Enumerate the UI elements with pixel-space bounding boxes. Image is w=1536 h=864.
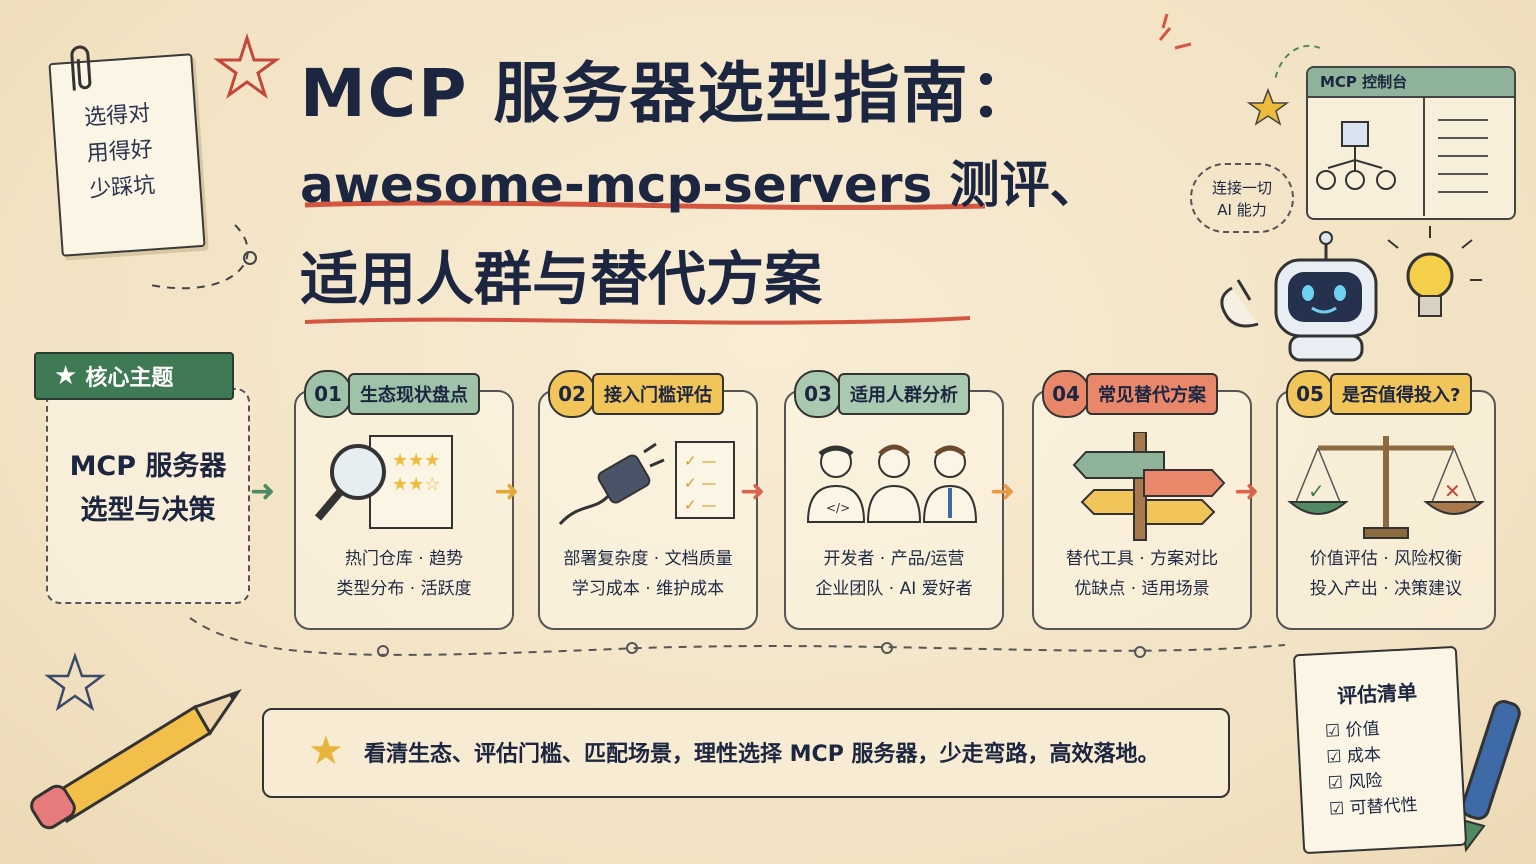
step-description-line: 投入产出 · 决策建议 xyxy=(1309,579,1463,599)
flow-arrow-icon: ➜ xyxy=(1234,474,1260,509)
small-star-icon xyxy=(1246,87,1290,126)
speech-bubble: 连接一切 AI 能力 xyxy=(1190,163,1294,233)
paperclip-icon xyxy=(70,45,92,91)
step-number: 05 xyxy=(1286,370,1334,418)
step-description: 替代工具 · 方案对比优缺点 · 适用场景 xyxy=(1034,544,1250,604)
page-title: MCP 服务器选型指南： xyxy=(300,55,1038,132)
scale-icon: ✓✕ xyxy=(1287,436,1485,539)
console-window: MCP 控制台 xyxy=(1306,66,1516,220)
checklist-item: ☑ 风险 xyxy=(1327,770,1383,794)
step-number: 02 xyxy=(548,370,596,418)
checklist-notepad: 评估清单 ☑ 价值 ☑ 成本 ☑ 风险 ☑ 可替代性 xyxy=(1292,645,1468,855)
step-description-line: 优缺点 · 适用场景 xyxy=(1074,579,1210,599)
page-subtitle: awesome-mcp-servers 测评、 xyxy=(300,156,1100,214)
step-number: 04 xyxy=(1042,370,1090,418)
checklist-item: ☑ 可替代性 xyxy=(1328,795,1419,820)
step-number: 01 xyxy=(304,370,352,418)
step-illustration xyxy=(1034,431,1250,542)
step-number: 03 xyxy=(794,370,842,418)
svg-text:★★★: ★★★ xyxy=(392,450,440,471)
robot-icon xyxy=(1220,231,1378,362)
step-description: 部署复杂度 · 文档质量学习成本 · 维护成本 xyxy=(540,544,756,604)
core-topic-card: MCP 服务器 选型与决策 xyxy=(46,388,250,604)
step-illustration: ★★★ ★★☆ xyxy=(296,432,512,542)
svg-text:✓ —: ✓ — xyxy=(684,474,716,492)
svg-text:✕: ✕ xyxy=(1444,479,1461,503)
signpost-icon xyxy=(1072,431,1226,541)
step-description: 开发者 · 产品/运营企业团队 · AI 爱好者 xyxy=(786,544,1002,604)
step-label: 常见替代方案 xyxy=(1086,373,1218,415)
svg-text:★★☆: ★★☆ xyxy=(392,474,440,495)
lightbulb-icon xyxy=(1387,226,1482,317)
flow-arrow-icon: ➜ xyxy=(250,474,276,509)
people-icon: </> xyxy=(806,444,978,523)
checklist-item: ☑ 成本 xyxy=(1325,744,1382,768)
checklist-title: 评估清单 xyxy=(1336,679,1418,709)
title-underline-2 xyxy=(304,316,971,325)
svg-text:✓ —: ✓ — xyxy=(684,452,716,470)
step-description-line: 部署复杂度 · 文档质量 xyxy=(563,549,733,569)
svg-text:✓ —: ✓ — xyxy=(684,496,716,514)
dashed-curve xyxy=(149,224,249,290)
core-topic-text: MCP 服务器 选型与决策 xyxy=(69,451,227,526)
page-subtitle-2: 适用人群与替代方案 xyxy=(300,245,823,313)
magnifier-icon: ★★★ ★★☆ xyxy=(314,435,453,529)
summary-banner: ★ 看清生态、评估门槛、匹配场景，理性选择 MCP 服务器，少走弯路，高效落地。 xyxy=(262,708,1230,798)
step-description-line: 热门仓库 · 趋势 xyxy=(344,549,464,569)
console-title: MCP 控制台 xyxy=(1308,68,1514,98)
step-description: 热门仓库 · 趋势类型分布 · 活跃度 xyxy=(296,544,512,604)
flow-arrow-icon: ➜ xyxy=(494,474,520,509)
step-description-line: 企业团队 · AI 爱好者 xyxy=(815,579,973,599)
step-label: 生态现状盘点 xyxy=(348,373,480,415)
sticky-note: 选得对 用得好 少踩坑 xyxy=(48,45,206,257)
pen-icon xyxy=(1460,700,1521,853)
sticky-note-text: 选得对 用得好 少踩坑 xyxy=(83,101,157,203)
svg-text:</>: </> xyxy=(826,501,850,515)
step-description: 价值评估 · 风险权衡投入产出 · 决策建议 xyxy=(1278,544,1494,604)
step-description-line: 类型分布 · 活跃度 xyxy=(336,579,472,599)
network-diagram-icon xyxy=(1316,98,1488,216)
checklist-item: ☑ 价值 xyxy=(1324,719,1381,742)
core-topic-ribbon: ★ 核心主题 xyxy=(34,352,234,400)
dashed-flow-line xyxy=(189,617,1286,656)
step-illustration: ✓ — ✓ — ✓ — xyxy=(540,432,756,542)
star-icon: ★ xyxy=(308,728,344,774)
step-label: 是否值得投入? xyxy=(1330,373,1473,415)
star-icon: ★ xyxy=(54,361,78,391)
step-label: 适用人群分析 xyxy=(838,373,970,415)
svg-text:✓: ✓ xyxy=(1308,479,1325,503)
summary-text: 看清生态、评估门槛、匹配场景，理性选择 MCP 服务器，少走弯路，高效落地。 xyxy=(364,742,1160,767)
outline-star-icon xyxy=(44,652,106,712)
star-doodle-icon xyxy=(213,33,281,99)
step-illustration: </> xyxy=(786,432,1002,542)
step-description-line: 替代工具 · 方案对比 xyxy=(1065,549,1219,569)
step-illustration: ✓✕ xyxy=(1278,432,1494,542)
step-description-line: 开发者 · 产品/运营 xyxy=(823,549,965,569)
flow-arrow-icon: ➜ xyxy=(990,474,1016,509)
title-underline-1 xyxy=(304,200,986,211)
flow-arrow-icon: ➜ xyxy=(740,474,766,509)
plug-icon: ✓ — ✓ — ✓ — xyxy=(558,441,735,526)
step-description-line: 学习成本 · 维护成本 xyxy=(571,579,725,599)
step-label: 接入门槛评估 xyxy=(592,373,724,415)
pencil-icon xyxy=(30,689,242,830)
step-description-line: 价值评估 · 风险权衡 xyxy=(1309,549,1463,569)
